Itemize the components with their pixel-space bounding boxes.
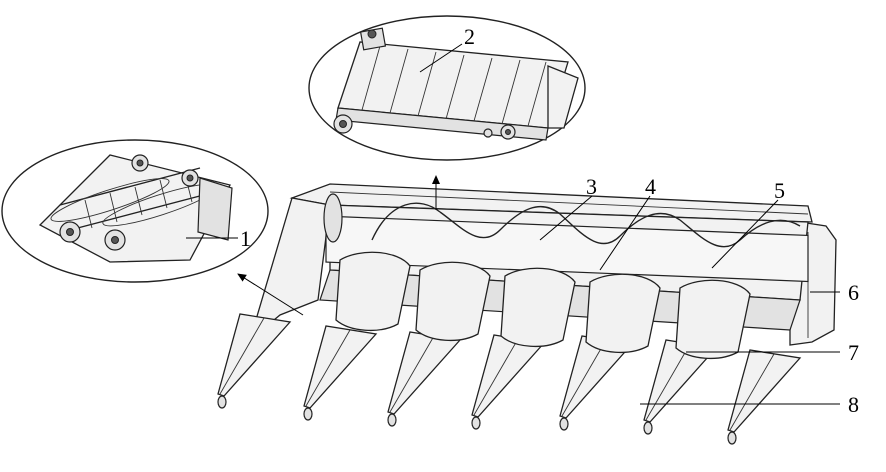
snout-skid-wheel <box>303 407 313 421</box>
row-cover-hood <box>585 273 661 354</box>
snout-seam <box>561 339 607 417</box>
snout-seam <box>473 338 519 416</box>
snout-divider <box>217 313 292 397</box>
callout-7: 7 <box>848 340 859 365</box>
row-cover-hood <box>415 261 491 342</box>
conveyor-detail-view <box>308 15 586 161</box>
leader-4 <box>599 195 651 271</box>
callout-2: 2 <box>464 24 475 49</box>
callout-6: 6 <box>848 280 859 305</box>
corn-header-assembly <box>217 183 837 445</box>
callout-5: 5 <box>774 178 785 203</box>
snout-skid-wheel <box>387 413 397 427</box>
snout-divider <box>303 325 378 409</box>
leader-5 <box>711 199 779 269</box>
row-cover-hood <box>335 251 411 332</box>
snout-divider <box>727 349 802 433</box>
arrow-to-gearbox-detail <box>237 273 304 316</box>
snout-skid-wheel <box>217 395 227 409</box>
snout-skid-wheel <box>643 421 653 435</box>
snout-seam <box>219 317 265 395</box>
snout-divider <box>387 331 462 415</box>
callout-3: 3 <box>586 174 597 199</box>
row-cover-hood <box>675 279 751 360</box>
row-cover-hood <box>500 267 576 348</box>
callout-1: 1 <box>240 226 251 251</box>
leader-3 <box>539 195 593 241</box>
snout-skid-wheel <box>727 431 737 445</box>
snout-seam <box>645 343 691 421</box>
leader-2 <box>419 43 463 73</box>
snout-dividers <box>217 251 802 445</box>
gearbox-detail-view <box>1 139 269 283</box>
callout-4: 4 <box>645 174 656 199</box>
snout-skid-wheel <box>471 416 481 430</box>
snout-seam <box>305 329 351 407</box>
snout-seam <box>729 353 775 431</box>
snout-seam <box>389 335 435 413</box>
snout-divider <box>471 334 546 418</box>
snout-skid-wheel <box>559 417 569 431</box>
callout-8: 8 <box>848 392 859 417</box>
